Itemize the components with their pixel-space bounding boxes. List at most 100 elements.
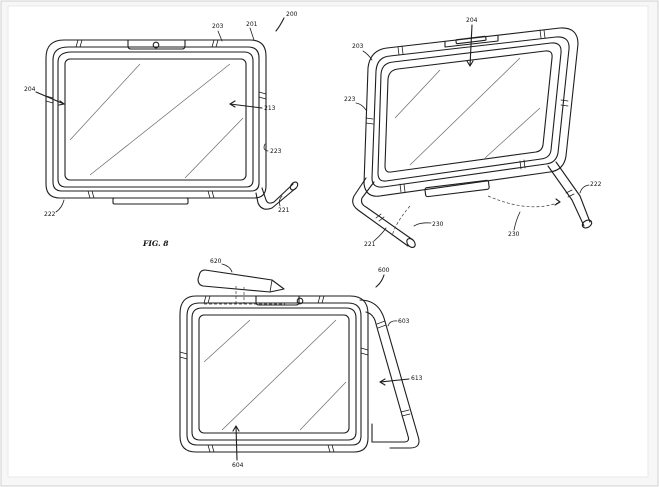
label-620: 620 <box>210 258 222 265</box>
leader-222 <box>579 184 590 194</box>
rotation-arrow <box>391 205 411 237</box>
glare-line <box>203 319 251 363</box>
tablet-display <box>64 58 247 181</box>
tablet-body <box>57 51 254 188</box>
glare-line <box>221 319 337 431</box>
tablet-body <box>377 42 562 182</box>
leader-204 <box>35 91 65 105</box>
tube-frame-inner <box>186 302 362 446</box>
label-203: 203 <box>212 23 224 30</box>
tablet-display <box>198 314 350 434</box>
labels-fig2: 204 203 223 222 221 230 230 <box>344 17 602 248</box>
leader-613 <box>379 378 410 383</box>
leader-221 <box>373 227 387 242</box>
label-204: 204 <box>24 86 36 93</box>
label-222: 222 <box>590 181 602 188</box>
label-222: 222 <box>44 211 56 218</box>
labels-fig3: 620 600 603 613 604 <box>210 258 423 469</box>
label-613: 613 <box>411 375 423 382</box>
leader-230 <box>413 222 432 227</box>
arrow-613 <box>379 378 386 386</box>
stand-arm <box>359 299 420 449</box>
leader-604 <box>235 425 238 461</box>
arrow-head <box>554 198 561 206</box>
label-203: 203 <box>352 43 364 50</box>
labels-fig1: 200 203 201 204 213 223 222 221 <box>24 11 298 218</box>
camera-icon <box>296 297 304 305</box>
drawing-area <box>7 5 649 478</box>
label-230: 230 <box>432 221 444 228</box>
tube-hatching <box>365 29 569 193</box>
glare-line <box>184 117 244 179</box>
label-223: 223 <box>344 96 356 103</box>
label-204: 204 <box>466 17 478 24</box>
leg-left-tip <box>406 238 416 248</box>
leg-left-edge <box>360 181 414 241</box>
glare-line <box>299 381 347 431</box>
leg-right-edge <box>547 165 585 227</box>
leader-221 <box>278 195 283 207</box>
tablet-body <box>191 307 357 441</box>
tube-frame-inner <box>52 46 260 192</box>
tube-hatching <box>179 295 369 453</box>
label-213: 213 <box>264 105 276 112</box>
glare-line <box>484 107 541 159</box>
label-230: 230 <box>508 231 520 238</box>
glare-line <box>69 63 141 141</box>
arrow-213 <box>229 100 236 108</box>
stand-arm-inner <box>365 311 410 443</box>
tube-frame-outer <box>363 27 579 197</box>
leader-223 <box>355 102 367 111</box>
arrow-604 <box>232 425 240 432</box>
glare-line <box>89 63 231 176</box>
device-600 <box>179 269 420 453</box>
rotation-arrow <box>487 195 561 208</box>
device-200 <box>45 39 299 210</box>
kickstand-arm-edge <box>255 187 297 210</box>
leader-620 <box>221 263 233 273</box>
tube-frame-inner <box>371 36 570 188</box>
hinge-bar <box>112 197 189 205</box>
hinge-bar <box>424 179 490 198</box>
leader-222 <box>55 199 65 213</box>
kickstand-tip <box>289 181 299 191</box>
leader-200 <box>275 17 285 32</box>
label-221: 221 <box>364 241 376 248</box>
leader-600 <box>375 274 385 288</box>
leader-230 <box>513 211 521 231</box>
label-221: 221 <box>278 207 290 214</box>
leg-hatching <box>375 213 385 222</box>
leader-204 <box>469 24 473 67</box>
label-600: 600 <box>378 267 390 274</box>
pencil-body <box>197 269 285 293</box>
camera-icon <box>152 41 160 49</box>
stand-hatching <box>376 320 411 417</box>
label-604: 604 <box>232 462 244 469</box>
arrow-204 <box>58 100 65 106</box>
label-223: 223 <box>270 148 282 155</box>
kickstand-arm <box>261 183 294 204</box>
arrow-204 <box>466 60 474 67</box>
leader-213 <box>229 103 263 109</box>
tube-frame-outer <box>179 295 369 453</box>
leg-left <box>352 177 409 247</box>
leg-right-tip <box>581 219 593 229</box>
leg-right <box>555 161 591 223</box>
tablet-display <box>384 50 553 173</box>
label-200: 200 <box>286 11 298 18</box>
glare-line <box>394 69 441 119</box>
leader-203 <box>217 30 223 42</box>
glare-line <box>409 57 521 166</box>
figure-caption: FIG. 8 <box>142 239 169 248</box>
camera-notch <box>127 39 186 50</box>
leader-223 <box>263 143 269 152</box>
device-200-perspective <box>352 27 593 248</box>
tube-frame-outer <box>45 39 267 199</box>
leader-201 <box>249 27 255 41</box>
leg-hatching <box>565 189 575 198</box>
label-201: 201 <box>246 21 258 28</box>
label-603: 603 <box>398 318 410 325</box>
leader-603 <box>387 320 398 327</box>
